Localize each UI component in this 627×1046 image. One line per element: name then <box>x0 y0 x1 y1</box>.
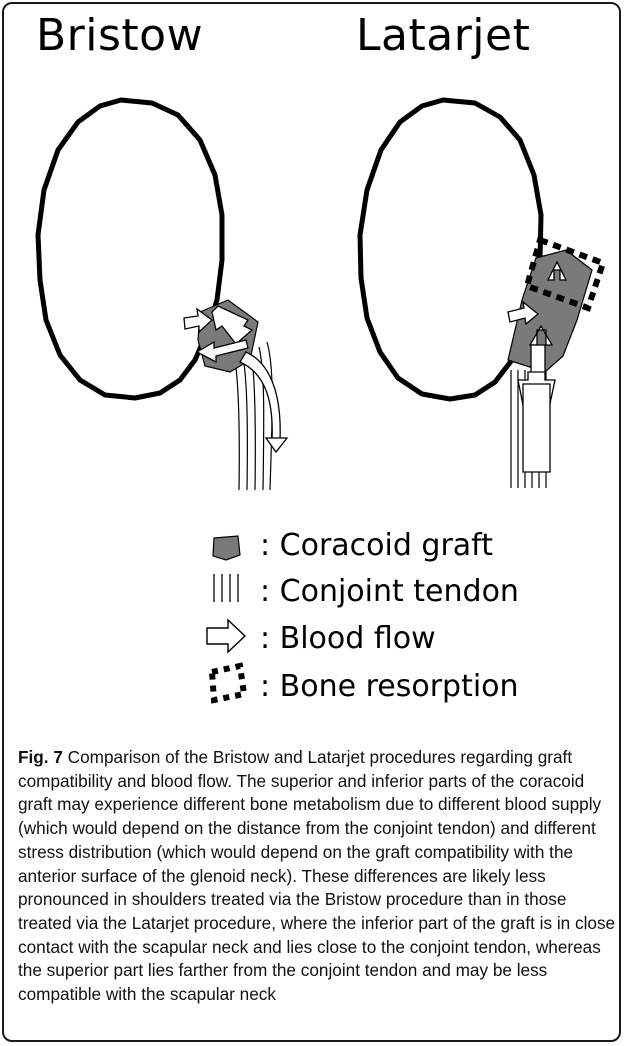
bone-resorption-icon <box>212 666 244 700</box>
bristow-glenoid-outline <box>38 100 222 398</box>
legend-bone-resorption-label: : Bone resorption <box>260 669 519 704</box>
legend-coracoid-graft-label: : Coracoid graft <box>260 528 493 563</box>
conjoint-tendon-icon <box>214 574 238 602</box>
legend-blood-flow-label: : Blood flow <box>260 621 436 656</box>
caption-text: Comparison of the Bristow and Latarjet p… <box>18 747 615 1004</box>
figure-caption: Fig. 7 Comparison of the Bristow and Lat… <box>18 746 618 1007</box>
blood-flow-arrow-icon <box>207 620 245 652</box>
caption-label: Fig. 7 <box>18 747 63 767</box>
legend-conjoint-tendon-label: : Conjoint tendon <box>260 574 519 609</box>
coracoid-graft-icon <box>213 536 240 560</box>
